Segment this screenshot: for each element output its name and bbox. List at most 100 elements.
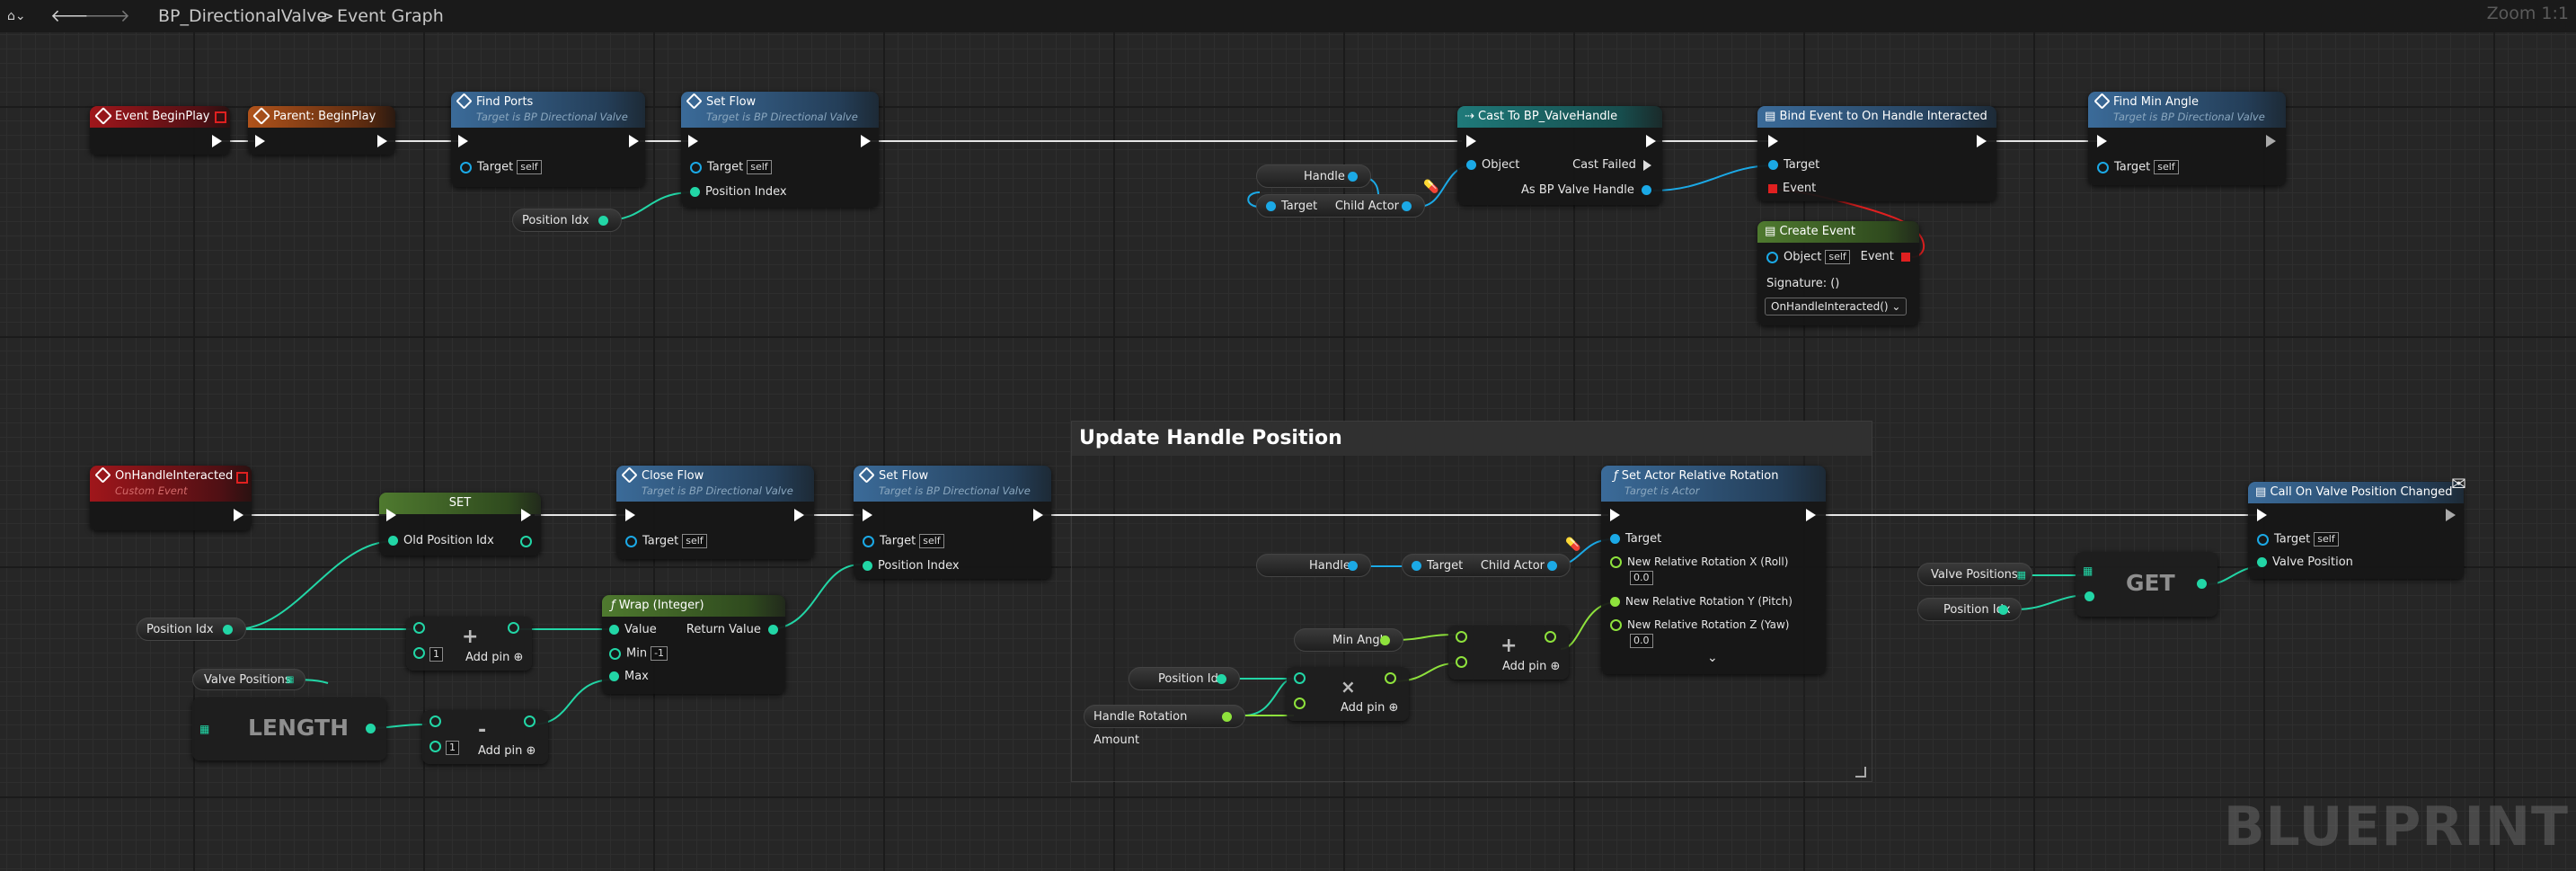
set-actor-relative-rotation-node[interactable]: ƒ Set Actor Relative Rotation Target is … — [1601, 466, 1826, 674]
handle-getter[interactable]: Handle — [1256, 164, 1371, 188]
exec-out-pin[interactable] — [212, 135, 222, 147]
exec-in-pin[interactable] — [688, 135, 698, 147]
value-pin-row[interactable]: Value — [609, 623, 657, 636]
exec-out-pin[interactable] — [234, 509, 243, 521]
return-pin[interactable] — [768, 625, 778, 635]
item-out-pin[interactable] — [2197, 579, 2207, 589]
value-pin[interactable] — [1217, 674, 1226, 684]
value-pin[interactable] — [1348, 561, 1358, 571]
handle-rotation-amount-getter[interactable]: Handle Rotation Amount — [1084, 705, 1245, 747]
exec-in-pin[interactable] — [2097, 135, 2107, 147]
exec-in-pin[interactable] — [863, 509, 872, 521]
exec-in-pin[interactable] — [458, 135, 468, 147]
self-field[interactable]: self — [919, 534, 944, 548]
b-pin[interactable] — [413, 647, 425, 659]
value-pin[interactable] — [609, 625, 619, 635]
event-out-row[interactable]: Event — [1861, 250, 1910, 263]
target-pin[interactable] — [2097, 161, 2109, 173]
handle-getter[interactable]: Handle — [1256, 554, 1371, 577]
add-pin-button[interactable]: Add pin ⊕ — [465, 651, 523, 664]
self-field[interactable]: self — [2314, 532, 2339, 547]
min-pin-row[interactable]: Min-1 — [609, 646, 668, 661]
wrap-integer-node[interactable]: ƒ Wrap (Integer) Value Return Value Min-… — [602, 595, 785, 694]
position-idx-getter[interactable]: Position Idx — [1917, 598, 2022, 621]
exec-in-pin[interactable] — [386, 509, 396, 521]
exec-out-pin[interactable] — [1646, 135, 1656, 147]
array-in-pin[interactable]: ▦ — [2083, 564, 2094, 577]
target-pin-row[interactable]: Target — [1768, 158, 1819, 172]
cast-failed-exec-pin[interactable] — [1643, 159, 1651, 171]
as-handle-row[interactable]: As BP Valve Handle — [1521, 183, 1651, 197]
function-dropdown[interactable]: OnHandleInteracted() ⌄ — [1765, 298, 1908, 316]
result-pin[interactable] — [508, 622, 519, 634]
position-index-row[interactable]: Position Index — [690, 185, 787, 199]
position-index-row[interactable]: Position Index — [863, 559, 960, 573]
event-beginplay-node[interactable]: Event BeginPlay — [90, 106, 230, 155]
object-pin-row[interactable]: Object — [1466, 158, 1519, 172]
value-pin[interactable] — [1380, 635, 1390, 645]
valve-position-pin[interactable] — [2257, 557, 2267, 567]
position-idx-getter[interactable]: Position Idx — [512, 209, 622, 232]
object-pin[interactable] — [1466, 160, 1476, 170]
resize-handle-icon[interactable] — [1855, 767, 1866, 778]
position-idx-getter[interactable]: Position Idx — [137, 618, 246, 641]
comment-title[interactable]: Update Handle Position — [1072, 422, 1872, 456]
back-arrow-icon[interactable]: 🡐 — [50, 6, 96, 26]
expand-chevron-icon[interactable]: ⌄ — [1707, 651, 1718, 665]
add-pin-button[interactable]: Add pin ⊕ — [478, 744, 536, 758]
self-field[interactable]: self — [682, 534, 707, 548]
forward-arrow-icon[interactable]: 🡒 — [84, 6, 130, 26]
target-pin[interactable] — [863, 535, 874, 547]
object-pin[interactable] — [1766, 251, 1778, 263]
yaw-value-field[interactable]: 0.0 — [1626, 634, 1653, 648]
multiply-node[interactable]: × Add pin ⊕ — [1287, 667, 1409, 721]
exec-out-pin[interactable] — [377, 135, 387, 147]
position-idx-getter[interactable]: Position Idx — [1129, 667, 1240, 690]
add-pin-button[interactable]: Add pin ⊕ — [1502, 660, 1560, 673]
b-value-field[interactable]: 1 — [446, 741, 459, 755]
position-index-pin[interactable] — [863, 561, 872, 571]
value-pin[interactable] — [1998, 605, 2008, 615]
array-get-node[interactable]: ▦ GET — [2076, 552, 2217, 617]
value-pin[interactable] — [1222, 712, 1232, 722]
exec-in-pin[interactable] — [1610, 509, 1620, 521]
target-pin[interactable] — [1768, 160, 1778, 170]
exec-out-pin[interactable] — [1806, 509, 1816, 521]
exec-out-pin[interactable] — [794, 509, 804, 521]
b-pin[interactable] — [429, 741, 441, 752]
find-min-angle-node[interactable]: Find Min Angle Target is BP Directional … — [2088, 92, 2286, 185]
on-handle-interacted-node[interactable]: OnHandleInteracted Custom Event — [90, 466, 252, 530]
graph-menu-icon[interactable]: ⌂⌄ — [7, 9, 26, 23]
roll-pin-row[interactable]: New Relative Rotation X (Roll) — [1610, 555, 1788, 569]
self-field[interactable]: self — [2154, 160, 2179, 174]
add-float-node[interactable]: + Add pin ⊕ — [1448, 626, 1569, 680]
old-position-in-pin[interactable] — [388, 536, 398, 546]
target-pin[interactable] — [460, 161, 472, 173]
exec-in-pin[interactable] — [625, 509, 635, 521]
exec-out-pin[interactable] — [1977, 135, 1987, 147]
parent-beginplay-node[interactable]: Parent: BeginPlay — [248, 106, 395, 155]
array-pin-icon[interactable]: ▦ — [2016, 569, 2026, 581]
exec-in-pin[interactable] — [1768, 135, 1778, 147]
breadcrumb-blueprint[interactable]: BP_DirectionalValve — [158, 6, 328, 26]
target-pin[interactable] — [2257, 533, 2269, 546]
event-delegate-pin[interactable] — [1768, 183, 1777, 193]
event-pin-row[interactable]: Event — [1768, 182, 1816, 195]
exec-in-pin[interactable] — [2257, 509, 2267, 521]
return-value-row[interactable]: Return Value — [686, 623, 778, 636]
roll-pin[interactable] — [1610, 556, 1622, 568]
child-actor-pin[interactable] — [1402, 201, 1412, 211]
exec-in-pin[interactable] — [1466, 135, 1476, 147]
value-pin[interactable] — [1348, 172, 1358, 182]
exec-out-pin[interactable] — [1033, 509, 1043, 521]
exec-out-pin[interactable] — [521, 509, 531, 521]
set-flow-node-1[interactable]: Set Flow Target is BP Directional Valve … — [681, 92, 879, 207]
a-pin[interactable] — [1456, 631, 1467, 643]
